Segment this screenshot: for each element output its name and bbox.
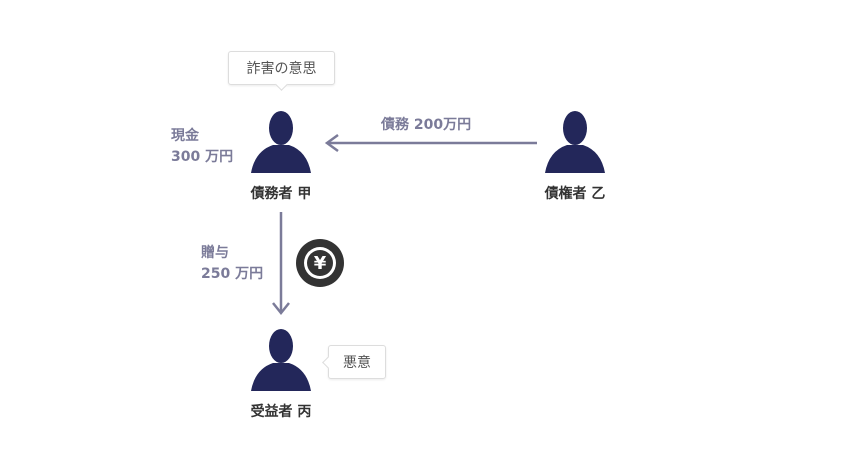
gift-amount: 250 万円 [201,266,264,282]
intent-text: 詐害の意思 [246,61,317,77]
debt-label: 債務 200万円 [381,117,472,133]
yen-coin-icon: ¥ [296,239,344,287]
beneficiary-label: 受益者 丙 [250,404,312,420]
yen-symbol: ¥ [307,250,333,276]
gift-arrow [272,212,290,316]
person-icon [251,329,311,391]
debtor-assets: 現金 300 万円 [171,126,233,168]
gift-label: 贈与 250 万円 [201,243,263,285]
bad-faith-text: 悪意 [343,355,371,371]
person-icon [545,111,605,173]
gift-type: 贈与 [201,245,229,261]
debtor-label: 債務者 甲 [250,186,312,202]
assets-type: 現金 [171,128,199,144]
debt-arrow [324,133,537,153]
creditor-label: 債権者 乙 [544,186,606,202]
person-icon [251,111,311,173]
assets-amount: 300 万円 [171,149,234,165]
intent-bubble: 詐害の意思 [228,51,335,91]
bad-faith-bubble: 悪意 [322,345,386,379]
